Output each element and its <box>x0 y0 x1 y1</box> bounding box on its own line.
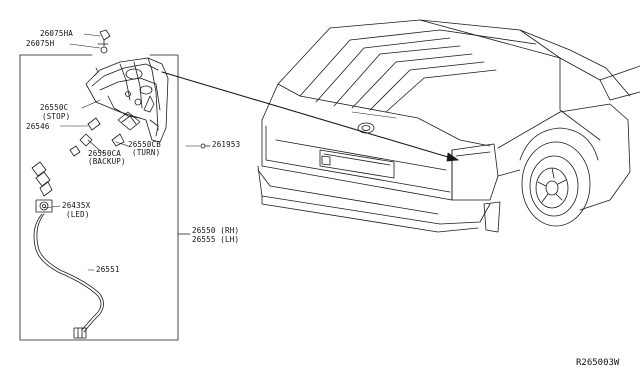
pointer-arrow <box>161 71 459 162</box>
label-26550cb: 26550CB <box>128 140 162 149</box>
label-26551: 26551 <box>96 265 120 274</box>
diagram-code: R265003W <box>576 358 620 368</box>
bulb-sockets <box>69 117 125 157</box>
label-26550ca: 26550CA <box>88 149 122 158</box>
label-26550ca-note: (BACKUP) <box>88 157 126 166</box>
bolt-part <box>200 143 211 149</box>
label-261953: 261953 <box>212 140 241 149</box>
label-26435x: 26435X <box>62 201 91 210</box>
leader-lines <box>43 33 201 271</box>
label-26546: 26546 <box>26 122 50 131</box>
label-26435x-note: (LED) <box>66 210 90 219</box>
pickup-truck <box>257 19 640 233</box>
label-26550cb-note: (TURN) <box>132 148 161 157</box>
label-26550-rh: 26550 (RH) <box>192 226 240 235</box>
assembly-bracket <box>19 54 191 341</box>
clip-parts <box>93 29 111 77</box>
label-26550c: 26550C <box>40 103 69 112</box>
label-26550c-note: (STOP) <box>42 112 71 121</box>
tail-lamp-housing <box>85 57 169 143</box>
wiring-harness <box>33 213 104 339</box>
label-26075ha: 26075HA <box>40 29 74 38</box>
label-26075h: 26075H <box>26 39 55 48</box>
label-26555-lh: 26555 (LH) <box>192 235 240 244</box>
led-module <box>31 161 53 213</box>
